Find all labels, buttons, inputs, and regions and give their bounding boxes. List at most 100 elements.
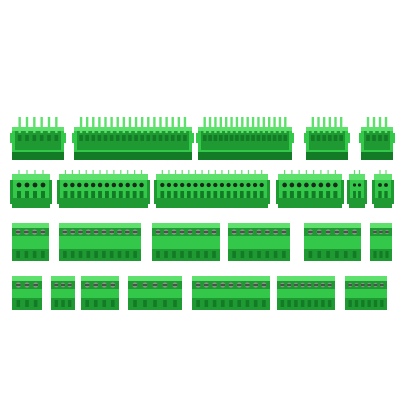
connector-top-edge — [12, 127, 64, 131]
rib — [140, 170, 143, 175]
pin — [47, 117, 51, 133]
rib — [92, 170, 94, 175]
pin — [328, 117, 332, 133]
pin-leg — [204, 300, 209, 307]
wire-entry — [25, 191, 29, 198]
screw-slot — [67, 284, 72, 286]
pin-leg — [70, 251, 75, 258]
pin-leg — [133, 251, 137, 258]
rib — [120, 170, 122, 175]
pin-leg — [282, 251, 286, 258]
pin-leg — [348, 300, 352, 307]
screw-slot — [373, 284, 378, 286]
connector-ear-left — [304, 133, 308, 143]
wire-entry — [233, 191, 238, 198]
pin — [153, 117, 156, 133]
screw-hole — [32, 182, 38, 188]
pin-leg — [245, 300, 250, 307]
wire-entry — [326, 191, 331, 198]
screw-hole — [111, 182, 117, 188]
screw-hole — [90, 182, 96, 188]
wire-entry — [111, 191, 116, 198]
screw-hole — [186, 182, 191, 188]
screw-slot — [236, 284, 242, 286]
connector-top-edge — [361, 127, 393, 131]
screw-slot — [54, 284, 59, 286]
pin — [241, 117, 244, 133]
rib — [106, 170, 108, 175]
pin-leg — [300, 300, 305, 307]
screw-slot — [62, 231, 68, 233]
screw-slot — [264, 231, 270, 233]
pin-slot — [183, 135, 187, 141]
wire-entry — [77, 191, 82, 198]
pin-leg — [373, 251, 377, 258]
pin-leg — [25, 300, 29, 307]
terminal-block — [228, 223, 290, 261]
flange-right — [364, 180, 367, 204]
rib — [305, 170, 307, 175]
pin-leg — [41, 251, 45, 258]
pin-leg — [248, 251, 253, 258]
screw-hole — [333, 182, 338, 188]
screw-hole — [226, 182, 231, 188]
screw-slot — [101, 284, 107, 286]
screw-slot — [261, 284, 267, 286]
pin — [251, 117, 255, 133]
connector-top-edge — [59, 223, 141, 228]
pin — [378, 117, 382, 133]
pin-leg — [343, 251, 348, 258]
screw-slot — [40, 231, 46, 233]
connector-top-edge — [228, 223, 290, 228]
rib — [247, 170, 250, 175]
wire-entry — [206, 191, 211, 198]
connector-ear-left — [359, 133, 363, 143]
connector-ear-left — [72, 133, 76, 143]
connector-top-edge — [12, 276, 42, 281]
pin-leg — [133, 300, 137, 307]
screw-hole — [97, 182, 103, 188]
connector-row-2 — [10, 170, 394, 208]
flange-right — [267, 180, 270, 204]
terminal-block — [370, 223, 392, 261]
flange-left — [154, 180, 157, 204]
connector-ear-right — [190, 133, 194, 143]
pin-leg — [253, 300, 258, 307]
flange-left — [347, 180, 350, 204]
screw-band — [277, 281, 335, 289]
connector-ear-right — [290, 133, 294, 143]
screw-hole — [193, 182, 198, 188]
pin-leg — [153, 300, 157, 307]
screw-slot — [155, 231, 161, 233]
pin — [177, 117, 181, 133]
wire-entry — [333, 191, 338, 198]
screw-hole — [180, 182, 185, 188]
rib — [208, 170, 210, 175]
screw-hole — [213, 182, 218, 188]
pin-leg — [24, 251, 29, 258]
screw-slot — [15, 284, 21, 286]
pin-leg — [54, 300, 59, 307]
flange-right — [147, 180, 150, 204]
connector-top-edge — [81, 276, 119, 281]
pin — [122, 117, 126, 133]
pin-slot — [202, 135, 207, 141]
screw-slot — [348, 284, 353, 286]
pin-slot — [39, 135, 44, 141]
pin-leg — [86, 251, 91, 258]
flange-left — [10, 180, 13, 204]
terminal-block — [81, 276, 119, 310]
terminal-block — [57, 170, 150, 208]
pin-leg — [85, 300, 90, 307]
rib — [161, 170, 163, 175]
pin-slot — [177, 135, 181, 141]
pin-leg — [379, 251, 383, 258]
pin-leg — [361, 300, 365, 307]
rib — [261, 170, 263, 175]
pin — [317, 117, 320, 133]
screw-slot — [343, 231, 349, 233]
pin — [372, 117, 376, 133]
pin — [322, 117, 326, 133]
screw-hole — [206, 182, 211, 188]
screw-slot — [287, 284, 292, 286]
